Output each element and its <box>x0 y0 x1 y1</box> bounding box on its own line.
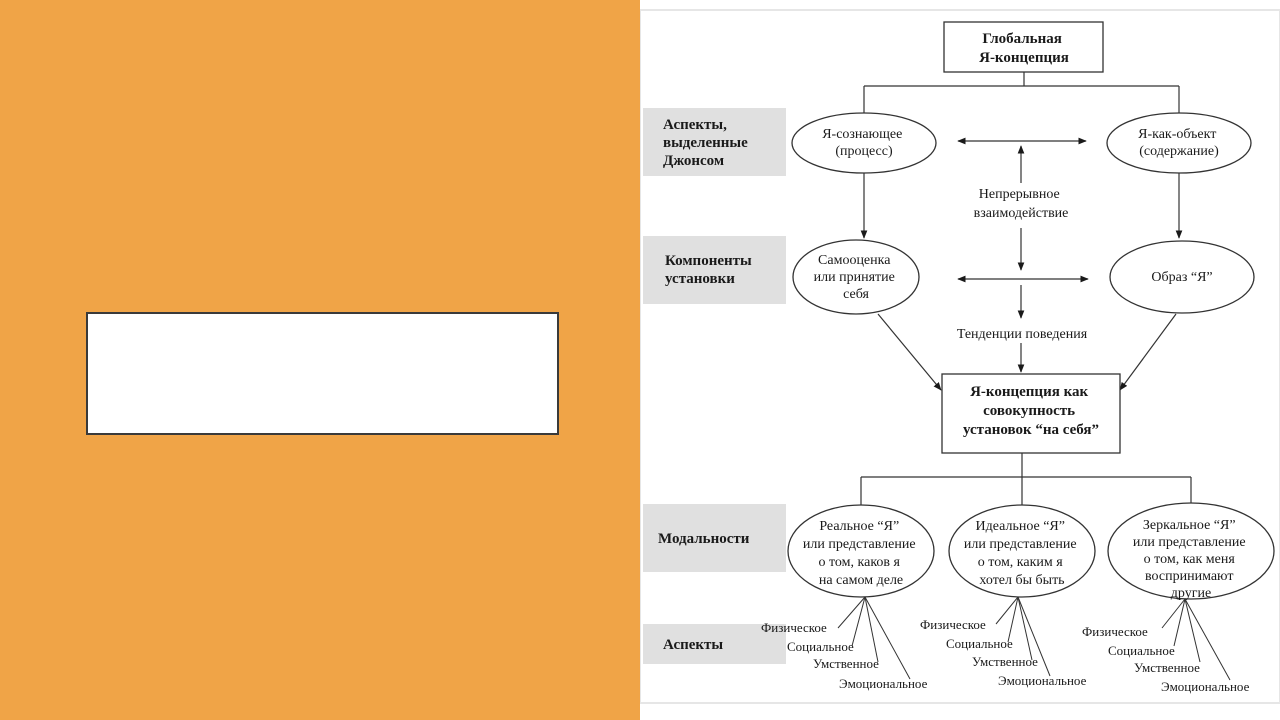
row-label-box-james <box>643 108 786 176</box>
global-self-concept-box <box>943 21 1104 73</box>
ideal-self-label: Идеальное “Я” или представление о том, к… <box>964 519 1080 588</box>
row-label-box-attitude <box>643 236 786 304</box>
aspects-fan-mirror <box>1161 598 1231 681</box>
row-label-box-aspects <box>643 624 786 664</box>
title-placeholder[interactable] <box>86 312 559 435</box>
ideal-self-node <box>948 504 1096 598</box>
aspects-real-labels: Физическое Социальное Умственное Эмоцион… <box>761 620 928 691</box>
self-esteem-node <box>792 239 920 315</box>
self-knowing-node <box>791 112 937 174</box>
self-concept-attitudes-box <box>941 373 1121 454</box>
row-label-attitude: Компоненты установки <box>665 253 755 287</box>
self-as-object-node <box>1106 112 1252 174</box>
aspects-fan-ideal <box>995 596 1051 677</box>
interaction-label: Непрерывное взаимодействие <box>974 187 1069 221</box>
aspects-ideal-labels: Физическое Социальное Умственное Эмоцион… <box>920 617 1087 688</box>
row-label-box-modalities <box>643 504 786 572</box>
self-concept-attitudes-label: Я-концепция как совокупность установок “… <box>963 384 1099 438</box>
real-self-label: Реальное “Я” или представление о том, ка… <box>803 519 919 588</box>
mirror-self-node <box>1107 502 1275 600</box>
self-concept-diagram: Аспекты, выделенные Джонсом Компоненты у… <box>640 9 1280 704</box>
behavior-tendencies-label: Тенденции поведения <box>957 327 1088 342</box>
aspects-fan-real <box>837 596 911 680</box>
left-panel <box>86 312 559 435</box>
self-as-object-label: Я-как-объект (содержание) <box>1138 127 1220 159</box>
row-label-modalities: Модальности <box>658 531 750 547</box>
row-label-aspects: Аспекты <box>663 637 723 653</box>
self-image-label: Образ “Я” <box>1151 270 1212 285</box>
self-image-node <box>1109 240 1255 314</box>
diagram-panel: Аспекты, выделенные Джонсом Компоненты у… <box>640 0 1280 720</box>
mirror-self-label: Зеркальное “Я” или представление о том, … <box>1133 518 1249 601</box>
global-self-concept-label: Глобальная Я-концепция <box>979 31 1069 66</box>
self-knowing-label: Я-сознающее (процесс) <box>822 127 906 159</box>
self-esteem-label: Самооценка или принятие себя <box>814 253 899 302</box>
real-self-node <box>787 504 935 598</box>
aspects-mirror-labels: Физическое Социальное Умственное Эмоцион… <box>1082 624 1250 694</box>
row-label-james: Аспекты, выделенные Джонсом <box>663 117 752 169</box>
